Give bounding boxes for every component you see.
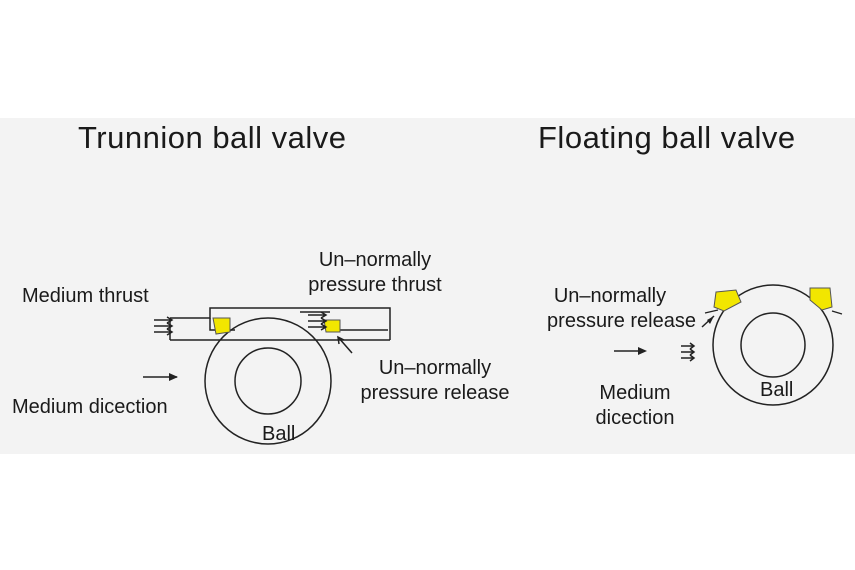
medium-thrust-arrows: [154, 316, 174, 336]
floating-medium-line2: dicection: [595, 407, 675, 429]
trunnion-title: Trunnion ball valve: [78, 120, 347, 155]
trunnion-ball-label: Ball: [262, 423, 296, 445]
trunnion-release-leader-icon: [337, 335, 353, 354]
floating-seat-right: [809, 287, 833, 311]
trunnion-seat-right: [323, 319, 341, 333]
trunnion-ball-inner: [234, 347, 302, 415]
trunnion-diagram: [143, 307, 391, 445]
floating-medium-arrows: [681, 342, 696, 362]
trunnion-ball-outer: [204, 317, 332, 445]
medium-thrust-label: Medium thrust: [22, 285, 149, 307]
floating-ball-outer: [712, 284, 834, 406]
floating-unnormally-release-label: Un–normally pressure release: [510, 284, 696, 334]
diagram-panel: [0, 118, 855, 454]
floating-seat-left: [713, 289, 742, 312]
floating-ball-inner: [740, 312, 806, 378]
unnormally-thrust-arrows: [308, 311, 328, 331]
floating-medium-line1: Medium: [599, 382, 671, 404]
floating-title: Floating ball valve: [538, 120, 796, 155]
unnormally-thrust-label: Un–normally pressure thrust: [295, 248, 455, 298]
floating-ball-label: Ball: [760, 379, 794, 401]
floating-medium-direction-label: Medium dicection: [580, 381, 690, 431]
trunnion-housing: [169, 307, 391, 341]
floating-release-line1: Un–normally: [553, 285, 667, 307]
floating-diagram: [614, 284, 843, 406]
unnormally-thrust-line2: pressure thrust: [308, 274, 442, 296]
unnormally-thrust-line1: Un–normally: [318, 249, 432, 271]
trunnion-unnormally-release-label: Un–normally pressure release: [345, 356, 525, 406]
trunnion-seat-left: [212, 317, 231, 335]
floating-release-line2: pressure release: [547, 310, 696, 332]
trunnion-medium-direction-label: Medium dicection: [12, 396, 168, 418]
trunnion-release-line1: Un–normally: [378, 357, 492, 379]
trunnion-release-line2: pressure release: [360, 382, 510, 404]
